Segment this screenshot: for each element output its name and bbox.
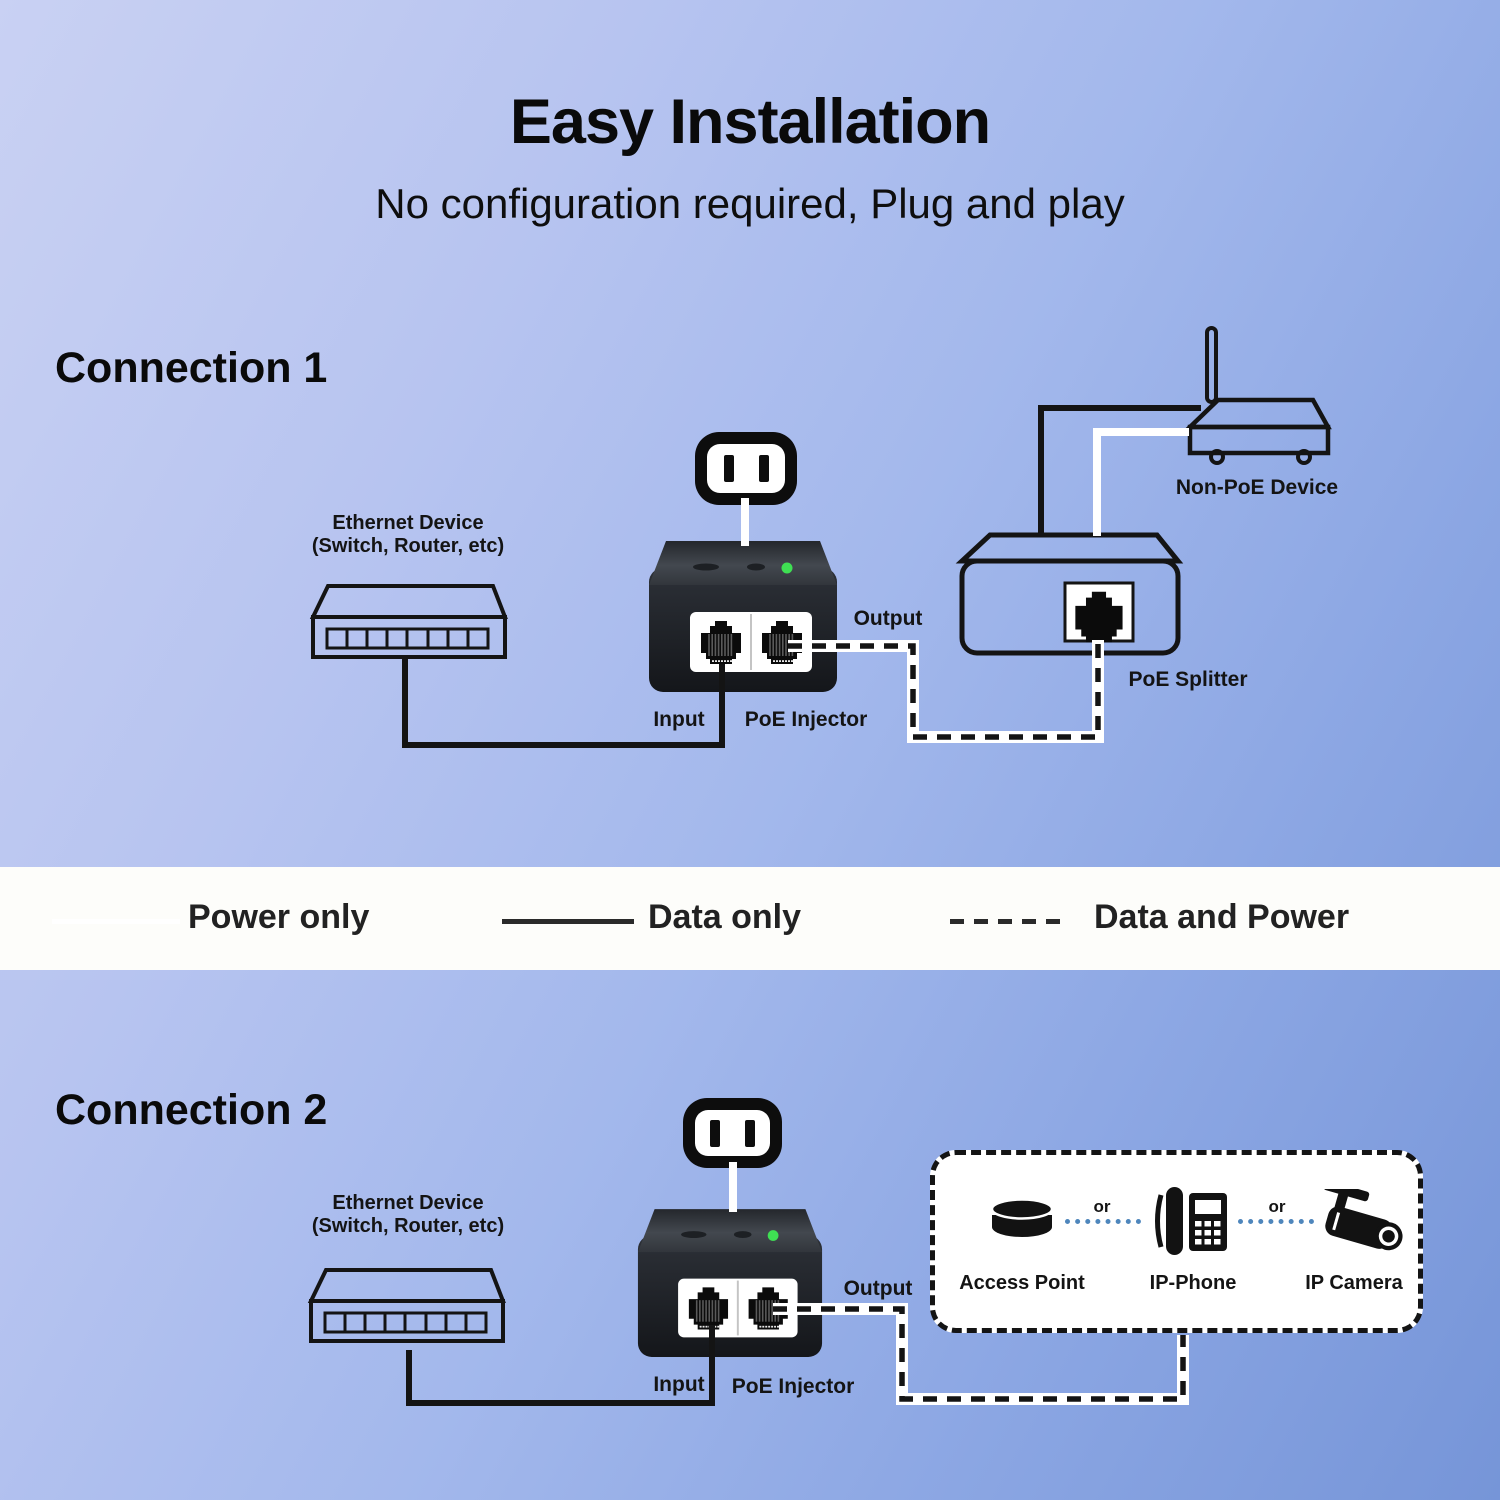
- ethernet-device-label-line2: (Switch, Router, etc): [311, 535, 505, 557]
- legend-data-only: Data only: [648, 898, 802, 936]
- ethernet-switch-icon: [307, 1268, 506, 1343]
- rj45-input-port: [688, 1287, 729, 1330]
- or-separator-dots: [1238, 1219, 1314, 1224]
- poe-splitter-icon: [955, 532, 1184, 656]
- data-only-line-sample: [502, 919, 634, 924]
- power-plug-icon: [695, 432, 797, 505]
- power-plug-face: [707, 444, 785, 493]
- connection1-ethernet-device-label: Ethernet Device (Switch, Router, etc): [258, 512, 558, 558]
- or-separator-dots: [1065, 1219, 1141, 1224]
- legend-data-and-power: Data and Power: [1094, 898, 1350, 936]
- ip-phone-label: IP-Phone: [1149, 1272, 1237, 1294]
- connection2-injector-label: PoE Injector: [731, 1375, 855, 1398]
- ethernet-device-label-line1: Ethernet Device: [332, 512, 484, 534]
- ethernet-device-label-line2: (Switch, Router, etc): [311, 1215, 505, 1237]
- ethernet-device-label-line1: Ethernet Device: [332, 1192, 484, 1214]
- ip-camera-label: IP Camera: [1305, 1272, 1403, 1294]
- connection1-input-label: Input: [653, 708, 705, 731]
- or-label: or: [1268, 1197, 1286, 1216]
- antenna: [1205, 326, 1218, 404]
- switch-port-dividers: [345, 629, 470, 648]
- connection2-heading: Connection 2: [55, 1086, 328, 1134]
- access-point-icon: [990, 1198, 1054, 1237]
- connection2-ethernet-device-label: Ethernet Device (Switch, Router, etc): [258, 1192, 558, 1238]
- page-subtitle: No configuration required, Plug and play: [375, 180, 1125, 227]
- connection1-splitter-label: PoE Splitter: [1128, 668, 1248, 691]
- connection1-non-poe-label: Non-PoE Device: [1175, 476, 1339, 499]
- data-and-power-line-sample: [950, 919, 1060, 924]
- power-plug-face: [695, 1110, 770, 1156]
- ip-camera-icon: [1323, 1189, 1403, 1251]
- legend-power-only: Power only: [188, 898, 370, 936]
- poe-injector-icon: [637, 1209, 823, 1357]
- plug-prong: [723, 455, 734, 482]
- powered-devices-box: Access Point or IP-Phone or IP Camera: [930, 1150, 1423, 1333]
- power-only-line-sample: [52, 919, 180, 924]
- power-plug-icon: [683, 1098, 782, 1168]
- legend-band: Power only Data only Data and Power: [0, 867, 1500, 970]
- rj45-port: [1075, 591, 1123, 643]
- poe-injector-icon: [649, 541, 837, 692]
- led-indicator: [781, 562, 793, 574]
- connection1-injector-label: PoE Injector: [744, 708, 868, 731]
- connection1-heading: Connection 1: [55, 344, 328, 392]
- or-label: or: [1093, 1197, 1111, 1216]
- plug-prong: [745, 1119, 755, 1147]
- page-title: Easy Installation: [509, 87, 991, 157]
- connection2-output-label: Output: [843, 1277, 913, 1300]
- ethernet-switch-icon: [309, 584, 508, 659]
- connection1-output-label: Output: [853, 607, 923, 630]
- ip-phone-icon: [1155, 1187, 1227, 1255]
- non-poe-device-icon: [1184, 326, 1332, 465]
- plug-prong: [758, 455, 769, 482]
- access-point-label: Access Point: [959, 1272, 1085, 1294]
- plug-prong: [710, 1119, 720, 1147]
- led-indicator: [767, 1230, 779, 1241]
